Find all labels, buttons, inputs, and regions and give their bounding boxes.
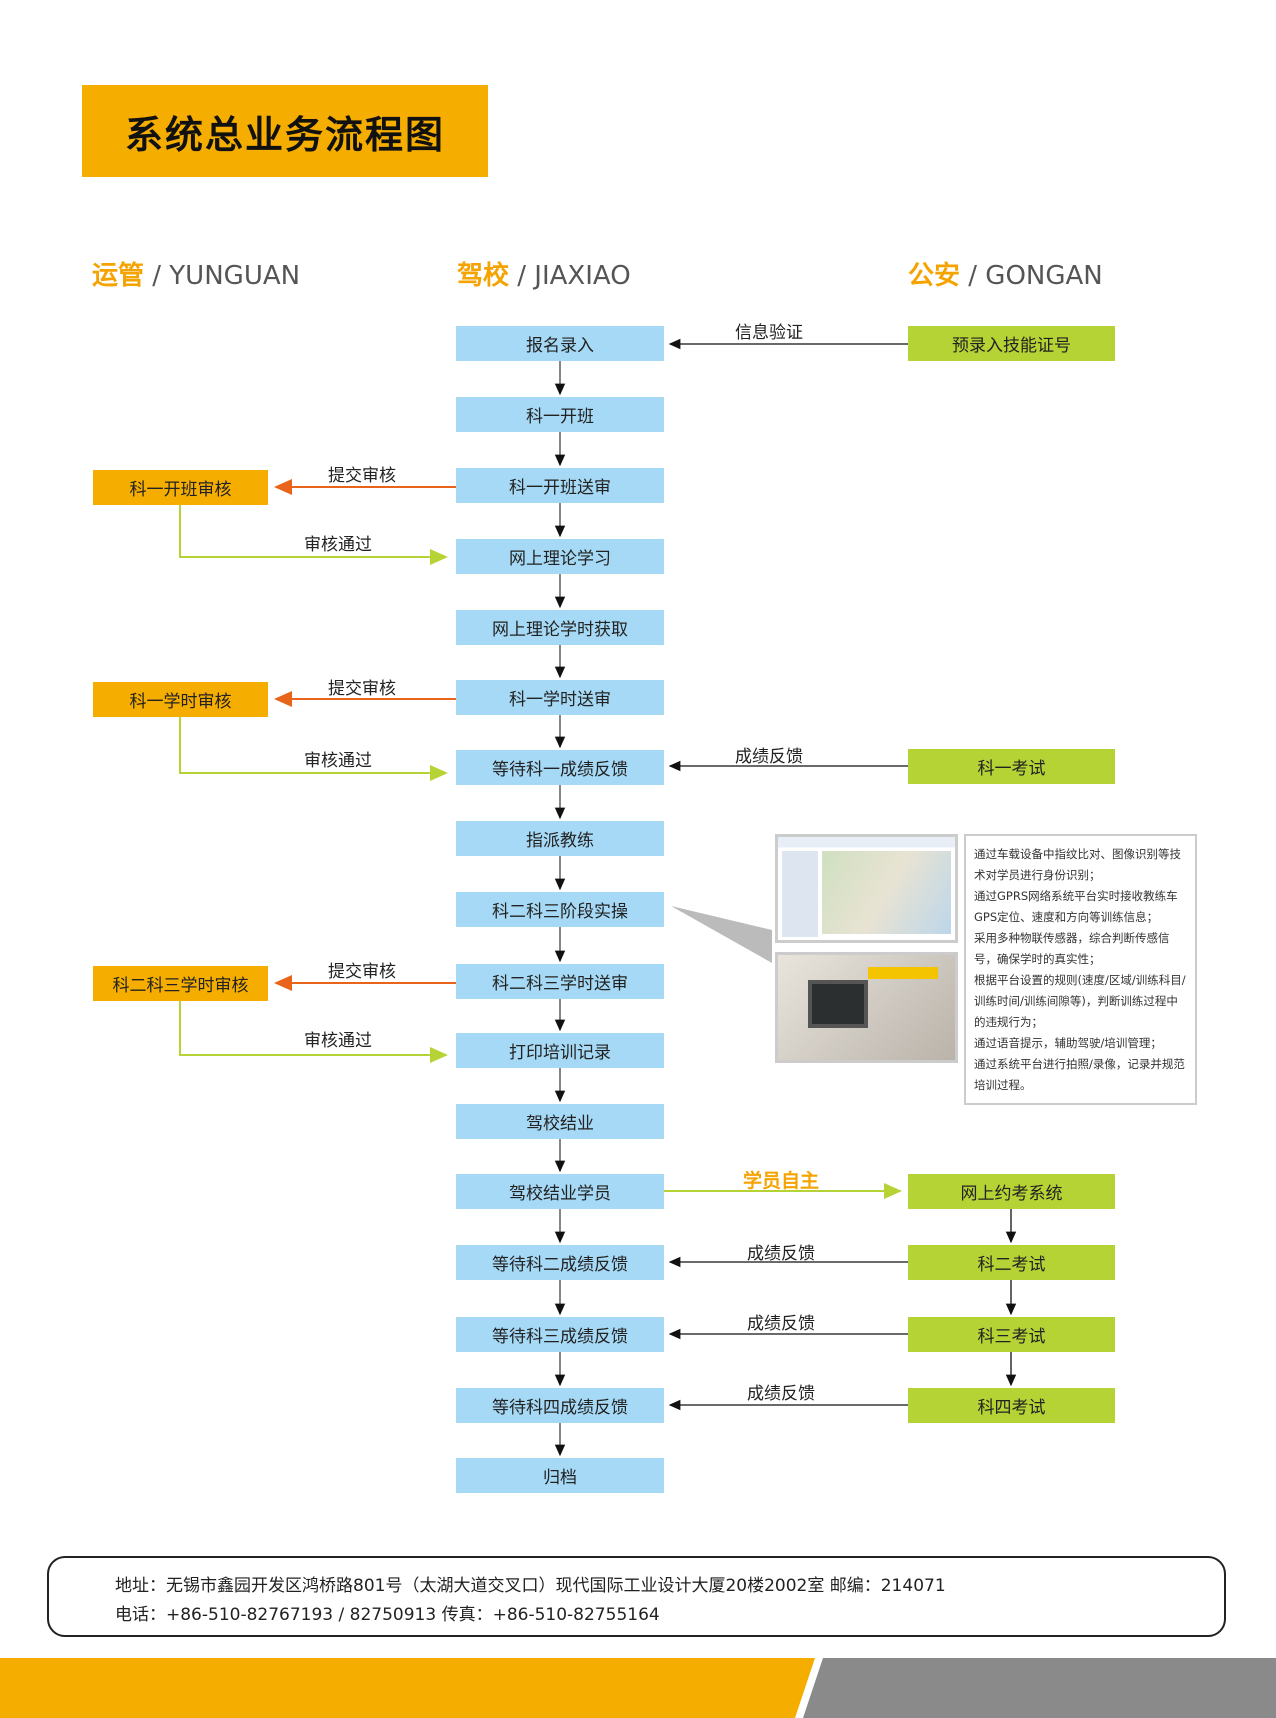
device-photo-image [775, 952, 958, 1063]
center-step: 科一开班 [456, 397, 664, 432]
column-cn: 驾校 [457, 261, 510, 291]
left-step: 科一学时审核 [93, 682, 268, 717]
description-line: 通过车载设备中指纹比对、图像识别等技术对学员进行身份识别； [974, 847, 1181, 882]
center-step: 报名录入 [456, 326, 664, 361]
phone-text: 电话：+86-510-82767193 / 82750913 传真：+86-51… [115, 1605, 660, 1625]
center-step: 指派教练 [456, 821, 664, 856]
contact-footer: 地址：无锡市鑫园开发区鸿桥路801号（太湖大道交叉口）现代国际工业设计大厦20楼… [47, 1556, 1226, 1637]
center-step: 科二科三学时送审 [456, 964, 664, 999]
description-line: 通过系统平台进行拍照/录像，记录并规范培训过程。 [974, 1057, 1185, 1092]
right-step: 科二考试 [908, 1245, 1115, 1280]
left-step: 科二科三学时审核 [93, 966, 268, 1001]
center-step: 科一开班送审 [456, 468, 664, 503]
arrow-label: 审核通过 [304, 535, 372, 555]
arrow-label: 提交审核 [328, 962, 396, 982]
column-en: / YUNGUAN [144, 261, 301, 291]
map-screenshot-image [775, 834, 958, 943]
arrow-label: 提交审核 [328, 466, 396, 486]
center-step: 网上理论学习 [456, 539, 664, 574]
column-en: / GONGAN [960, 261, 1103, 291]
arrow-label: 成绩反馈 [747, 1314, 815, 1334]
arrow-label: 成绩反馈 [747, 1384, 815, 1404]
center-step: 科二科三阶段实操 [456, 892, 664, 927]
center-step: 科一学时送审 [456, 680, 664, 715]
right-step: 科一考试 [908, 749, 1115, 784]
right-step: 预录入技能证号 [908, 326, 1115, 361]
page-title: 系统总业务流程图 [82, 85, 488, 177]
center-step: 驾校结业 [456, 1104, 664, 1139]
arrow-label: 学员自主 [742, 1170, 820, 1192]
description-line: 根据平台设置的规则(速度/区域/训练科目/训练时间/训练间隙等)，判断训练过程中… [974, 973, 1186, 1029]
arrow-label: 审核通过 [304, 1031, 372, 1051]
right-step: 网上约考系统 [908, 1174, 1115, 1209]
arrow-label: 成绩反馈 [735, 747, 803, 767]
arrow-label: 提交审核 [328, 679, 396, 699]
center-step: 等待科四成绩反馈 [456, 1388, 664, 1423]
arrow-label: 成绩反馈 [747, 1244, 815, 1264]
column-header-jiaxiao: 驾校 / JIAXIAO [457, 255, 631, 292]
center-step: 网上理论学时获取 [456, 610, 664, 645]
column-cn: 公安 [908, 261, 961, 291]
address-text: 地址：无锡市鑫园开发区鸿桥路801号（太湖大道交叉口）现代国际工业设计大厦20楼… [115, 1576, 946, 1596]
description-line: 通过语音提示，辅助驾驶/培训管理； [974, 1036, 1162, 1050]
arrow-label: 审核通过 [304, 751, 372, 771]
column-en: / JIAXIAO [509, 261, 631, 291]
column-header-gongan: 公安 / GONGAN [908, 255, 1103, 292]
left-step: 科一开班审核 [93, 470, 268, 505]
arrow-label: 信息验证 [735, 323, 803, 343]
center-step: 归档 [456, 1458, 664, 1493]
description-line: 通过GPRS网络系统平台实时接收教练车GPS定位、速度和方向等训练信息； [974, 889, 1178, 924]
feature-description: 通过车载设备中指纹比对、图像识别等技术对学员进行身份识别； 通过GPRS网络系统平… [964, 834, 1197, 1105]
column-header-yunguan: 运管 / YUNGUAN [92, 255, 300, 292]
center-step: 等待科二成绩反馈 [456, 1245, 664, 1280]
right-step: 科四考试 [908, 1388, 1115, 1423]
center-step: 打印培训记录 [456, 1033, 664, 1068]
center-step: 驾校结业学员 [456, 1174, 664, 1209]
column-cn: 运管 [92, 261, 145, 291]
center-step: 等待科一成绩反馈 [456, 750, 664, 785]
description-line: 采用多种物联传感器，综合判断传感信号，确保学时的真实性； [974, 931, 1170, 966]
right-step: 科三考试 [908, 1317, 1115, 1352]
center-step: 等待科三成绩反馈 [456, 1317, 664, 1352]
